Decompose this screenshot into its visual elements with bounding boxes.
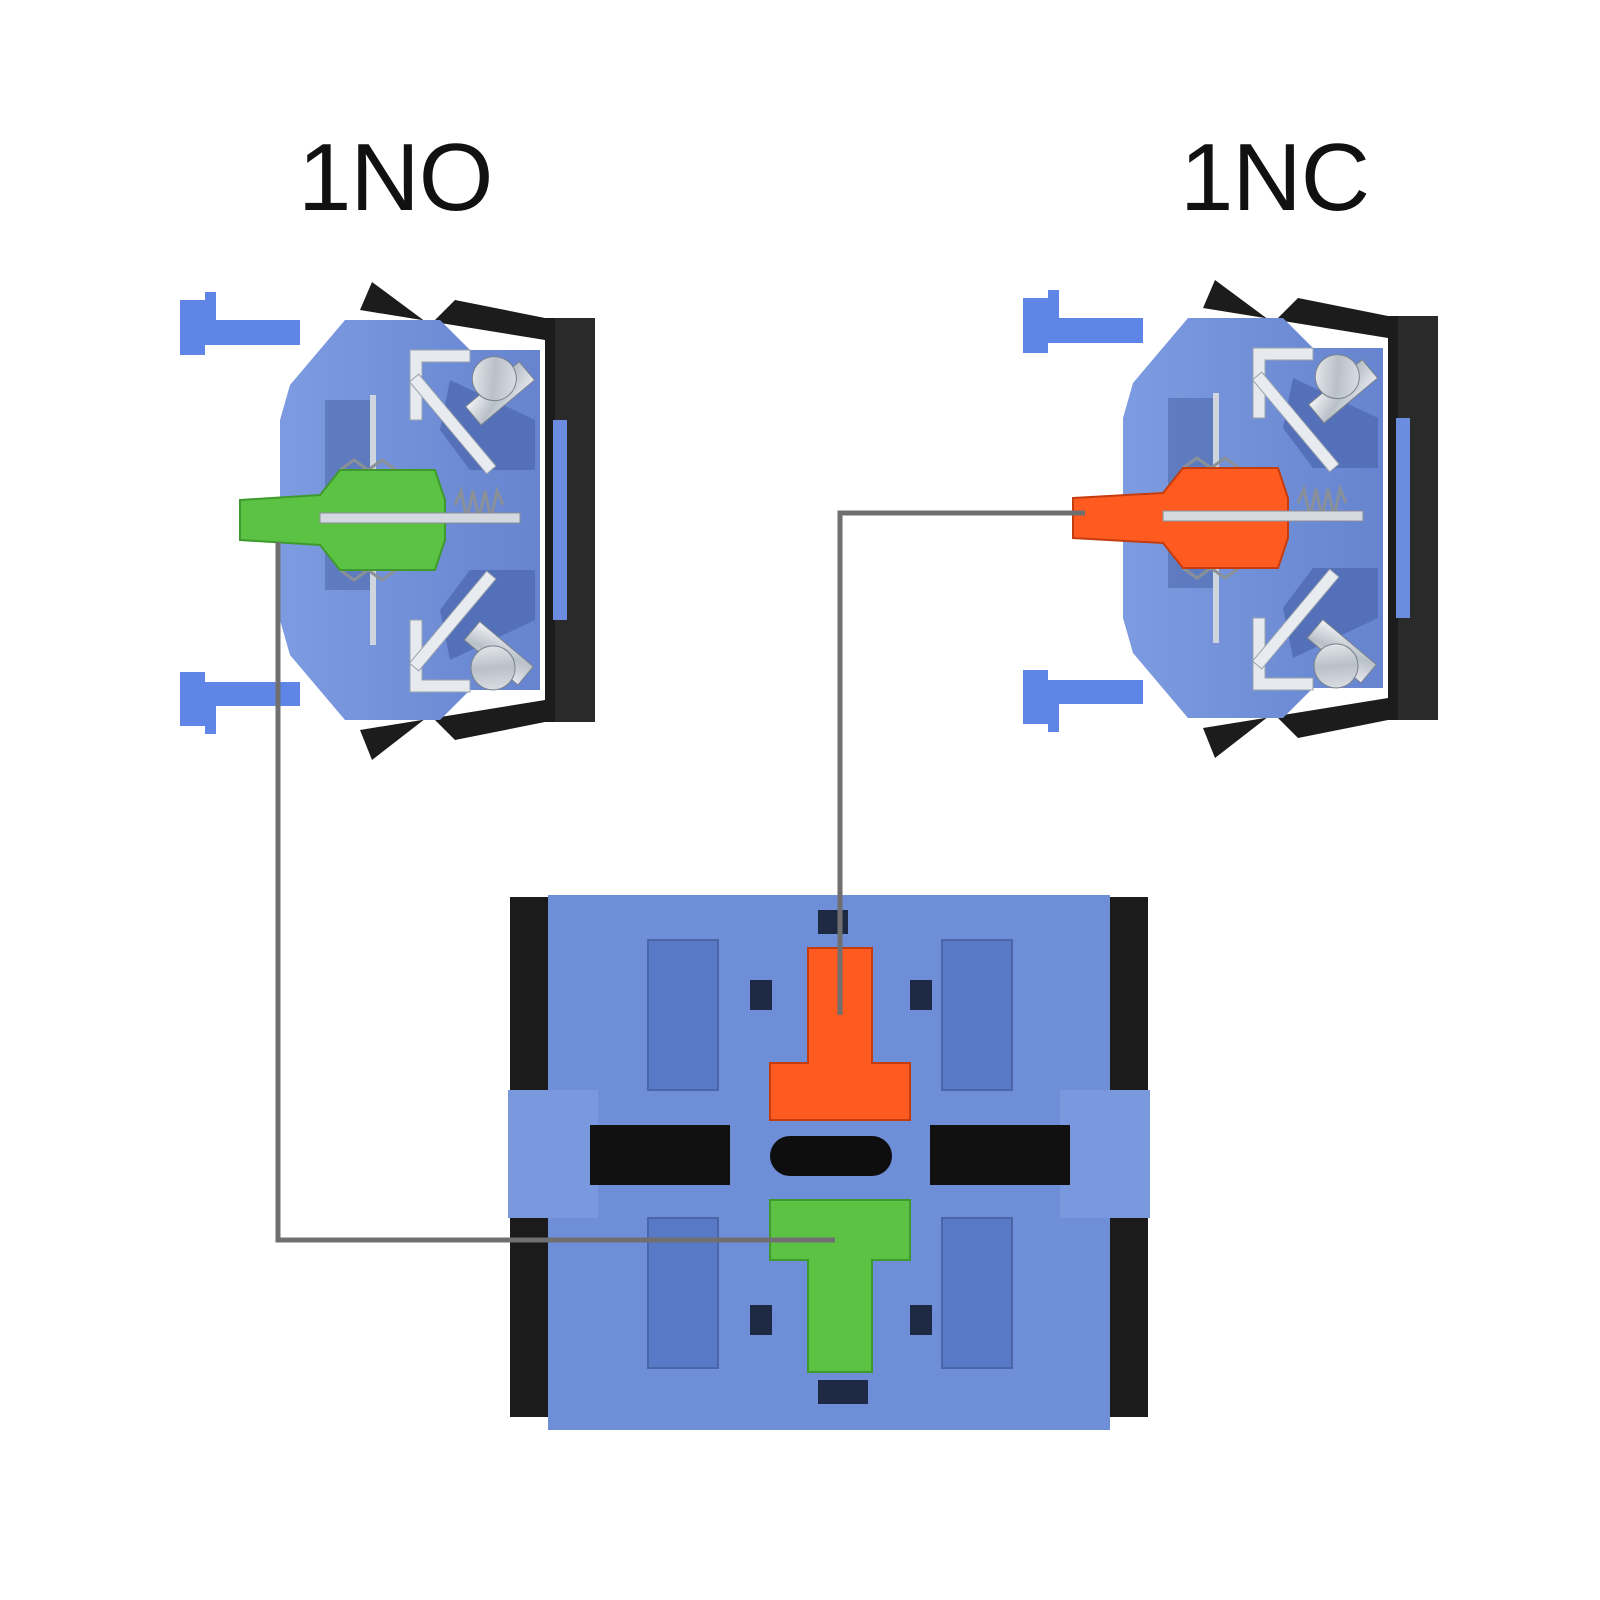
nc-screw-bottom	[1251, 568, 1378, 689]
nc-screw-top	[1251, 354, 1379, 473]
nc-top-clip	[1023, 290, 1143, 353]
wire-nc-to-base	[837, 510, 1085, 1015]
base-no-actuator	[769, 1199, 911, 1373]
wire-no-to-base	[275, 542, 835, 1243]
no-screw-top	[408, 356, 536, 475]
label-1no: 1NO	[298, 124, 493, 231]
contact-block-normally-closed-icon	[1023, 280, 1438, 758]
no-top-clip	[180, 292, 300, 355]
no-bottom-clip	[180, 672, 300, 734]
base-nc-actuator	[769, 947, 911, 1121]
no-screw-bottom	[408, 570, 535, 691]
pushbutton-base-holder-icon	[508, 895, 1150, 1430]
nc-bottom-clip	[1023, 670, 1143, 732]
contact-block-normally-open-icon	[180, 282, 595, 760]
label-1nc: 1NC	[1180, 124, 1370, 231]
